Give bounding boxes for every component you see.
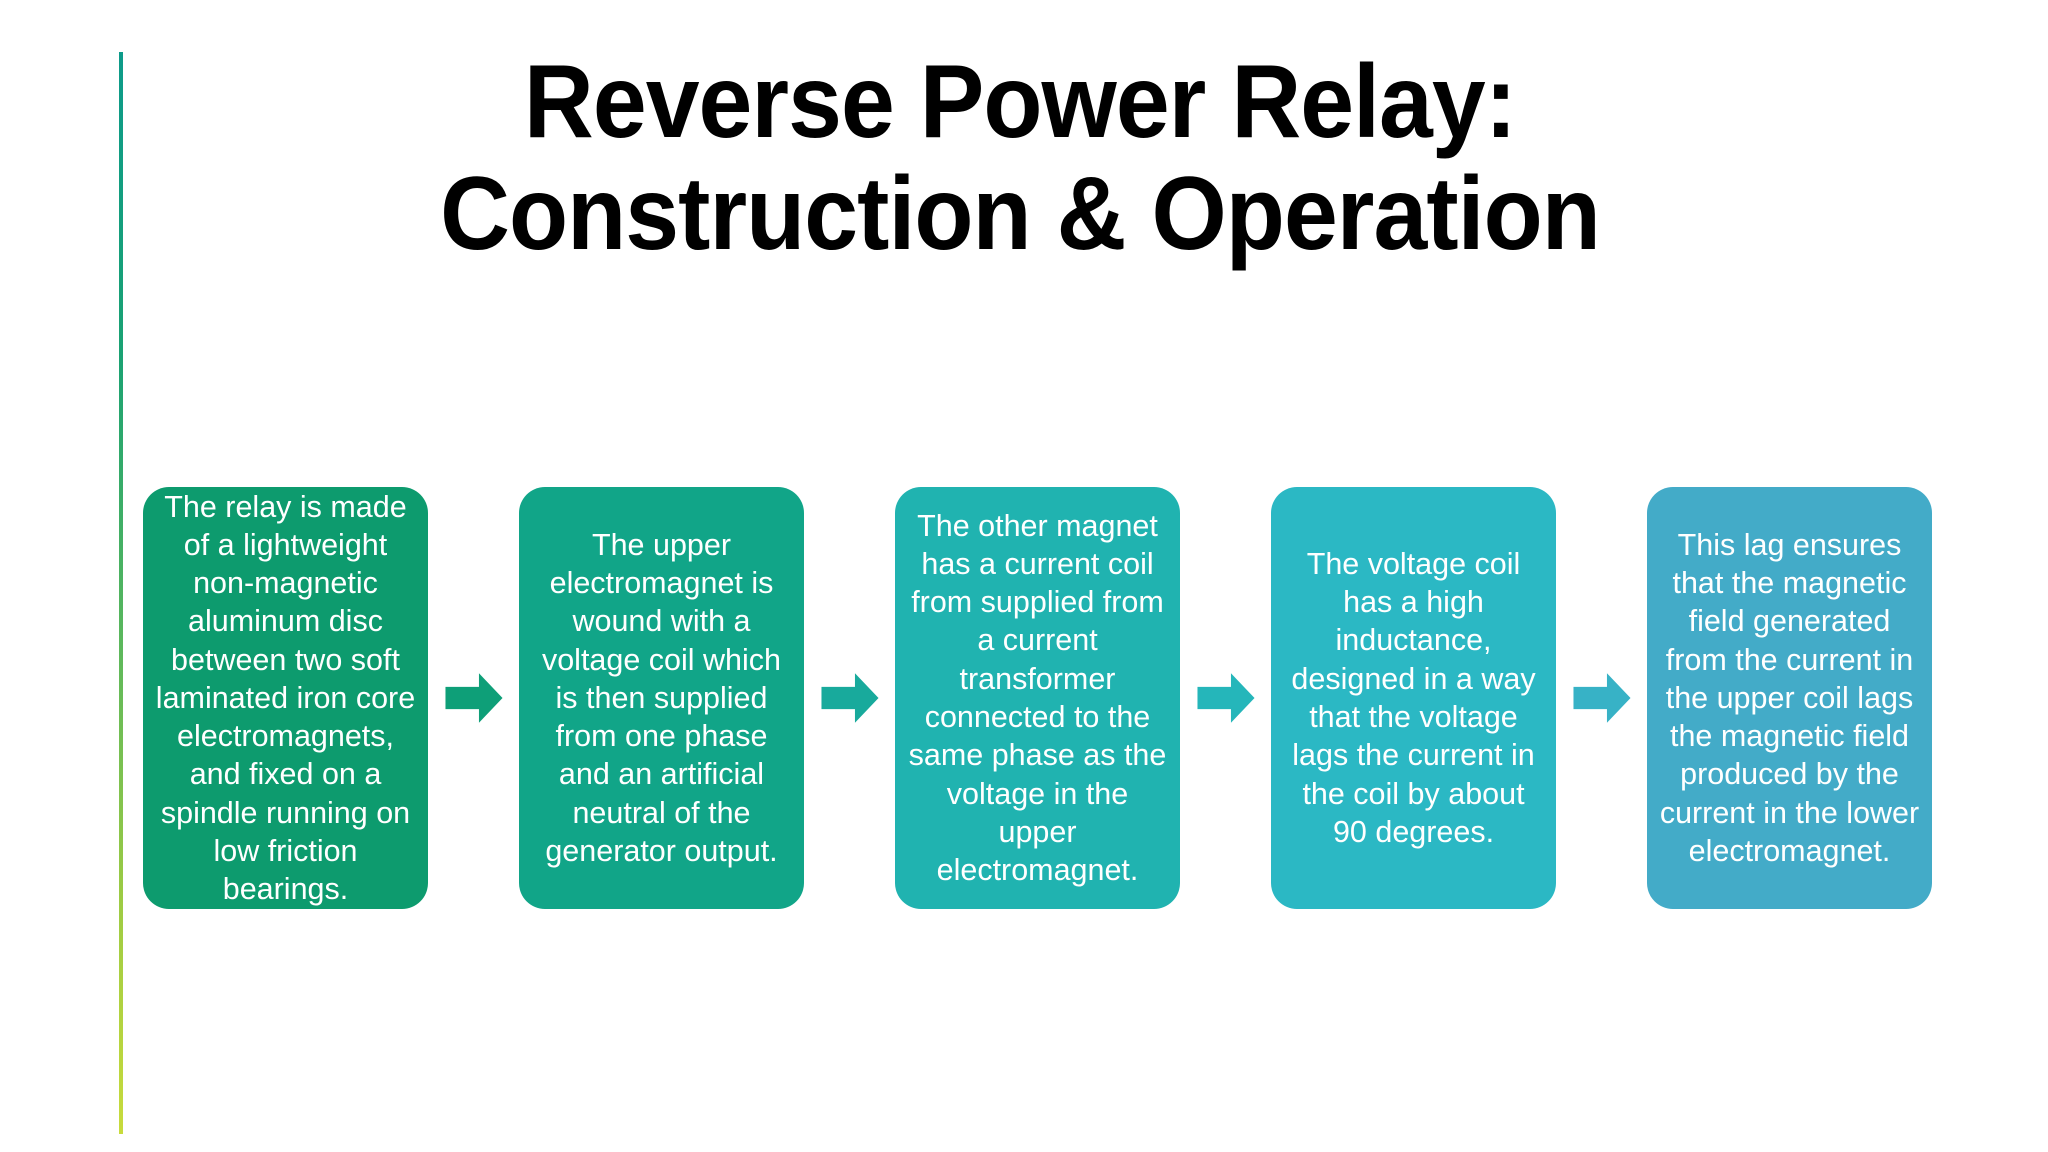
process-flow-diagram: The relay is made of a lightweight non-m… [143, 487, 1983, 909]
process-step-3-text: The other magnet has a current coil from… [908, 508, 1167, 888]
process-step-2-text: The upper electromagnet is wound with a … [541, 527, 782, 868]
arrow-right-icon [1572, 673, 1631, 723]
process-step-4-text: The voltage coil has a high inductance, … [1291, 546, 1536, 849]
process-step-1-text: The relay is made of a lightweight non-m… [155, 489, 416, 907]
process-connector-4 [1556, 487, 1647, 909]
arrow-right-icon [1196, 673, 1255, 723]
process-step-1[interactable]: The relay is made of a lightweight non-m… [143, 487, 428, 909]
process-step-5[interactable]: This lag ensures that the magnetic field… [1647, 487, 1932, 909]
process-step-5-text: This lag ensures that the magnetic field… [1659, 527, 1920, 868]
left-accent-gradient-rule [119, 52, 123, 1134]
arrow-right-icon [820, 673, 879, 723]
process-connector-3 [1180, 487, 1271, 909]
process-step-4[interactable]: The voltage coil has a high inductance, … [1271, 487, 1556, 909]
page-title: Reverse Power Relay: Construction & Oper… [120, 46, 1920, 271]
process-step-3[interactable]: The other magnet has a current coil from… [895, 487, 1180, 909]
process-connector-1 [428, 487, 519, 909]
process-step-2[interactable]: The upper electromagnet is wound with a … [519, 487, 804, 909]
arrow-right-icon [444, 673, 503, 723]
process-connector-2 [804, 487, 895, 909]
title-line-2: Construction & Operation [440, 156, 1601, 273]
title-line-1: Reverse Power Relay: [523, 44, 1517, 160]
